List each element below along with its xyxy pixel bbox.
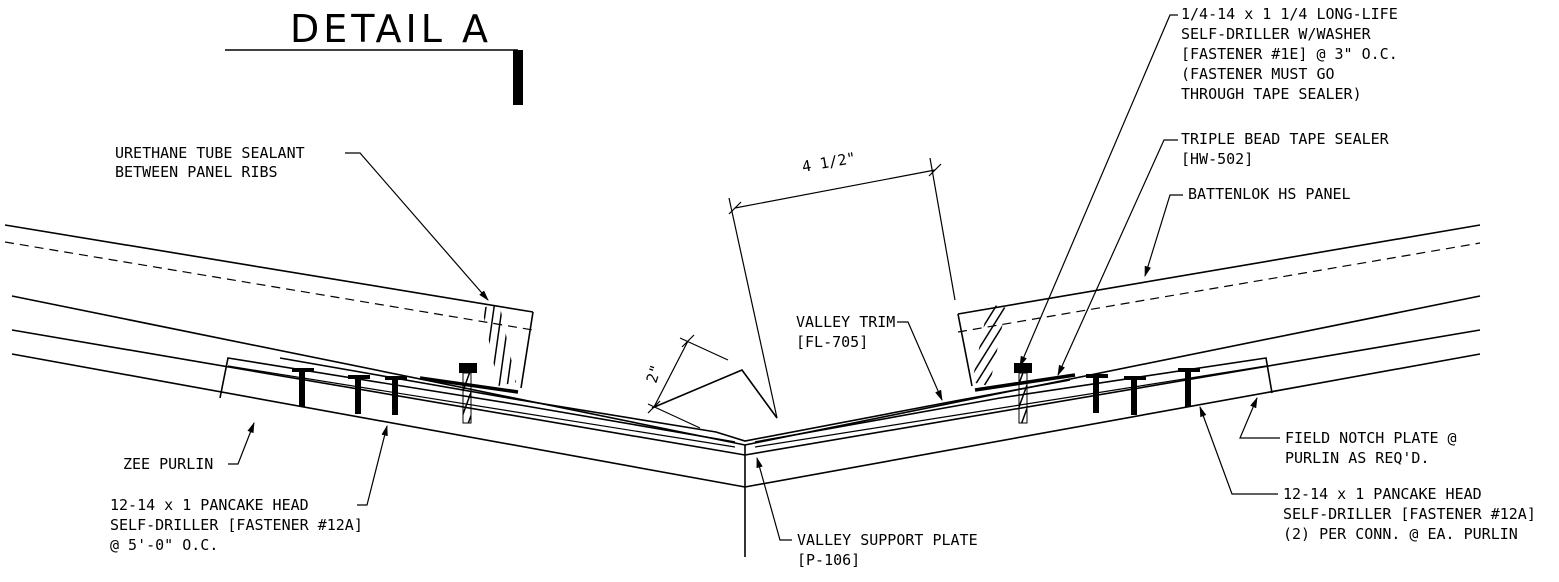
svg-text:[FL-705]: [FL-705] bbox=[796, 333, 868, 351]
svg-text:1/4-14 x 1 1/4 LONG-LIFE: 1/4-14 x 1 1/4 LONG-LIFE bbox=[1181, 5, 1398, 23]
svg-text:[P-106]: [P-106] bbox=[797, 551, 860, 569]
svg-text:SELF-DRILLER [FASTENER #12A]: SELF-DRILLER [FASTENER #12A] bbox=[1283, 505, 1536, 523]
svg-text:URETHANE TUBE SEALANT: URETHANE TUBE SEALANT bbox=[115, 144, 305, 162]
dimension-height-label: 2" bbox=[643, 362, 666, 385]
svg-text:ZEE PURLIN: ZEE PURLIN bbox=[123, 455, 213, 473]
svg-text:VALLEY TRIM: VALLEY TRIM bbox=[796, 313, 895, 331]
svg-text:PURLIN AS REQ'D.: PURLIN AS REQ'D. bbox=[1285, 449, 1430, 467]
pancake-fasteners-right bbox=[1086, 368, 1200, 415]
zee-purlin-left bbox=[219, 357, 736, 448]
label-valley-trim: VALLEY TRIM [FL-705] bbox=[796, 313, 895, 351]
dimension-width-label: 4 1/2" bbox=[801, 149, 857, 176]
urethane-sealant-left bbox=[481, 304, 517, 386]
svg-text:THROUGH TAPE SEALER): THROUGH TAPE SEALER) bbox=[1181, 85, 1362, 103]
label-long-life-fastener: 1/4-14 x 1 1/4 LONG-LIFE SELF-DRILLER W/… bbox=[1181, 5, 1398, 103]
svg-text:(FASTENER MUST GO: (FASTENER MUST GO bbox=[1181, 65, 1335, 83]
label-urethane-sealant: URETHANE TUBE SEALANT BETWEEN PANEL RIBS bbox=[115, 144, 305, 181]
urethane-sealant-right bbox=[971, 304, 1007, 386]
svg-text:TRIPLE BEAD TAPE SEALER: TRIPLE BEAD TAPE SEALER bbox=[1181, 130, 1390, 148]
svg-text:SELF-DRILLER [FASTENER #12A]: SELF-DRILLER [FASTENER #12A] bbox=[110, 516, 363, 534]
svg-text:(2) PER CONN. @ EA. PURLIN: (2) PER CONN. @ EA. PURLIN bbox=[1283, 525, 1518, 543]
svg-text:BETWEEN PANEL RIBS: BETWEEN PANEL RIBS bbox=[115, 163, 278, 181]
svg-text:VALLEY SUPPORT PLATE: VALLEY SUPPORT PLATE bbox=[797, 531, 978, 549]
svg-text:@ 5'-0" O.C.: @ 5'-0" O.C. bbox=[110, 536, 218, 554]
label-tape-sealer: TRIPLE BEAD TAPE SEALER [HW-502] bbox=[1181, 130, 1390, 168]
dimension-height bbox=[647, 334, 729, 429]
valley-trim bbox=[279, 357, 1071, 442]
title-bar bbox=[513, 50, 523, 105]
label-valley-support-plate: VALLEY SUPPORT PLATE [P-106] bbox=[797, 531, 978, 569]
right-panel bbox=[957, 224, 1481, 387]
svg-text:SELF-DRILLER W/WASHER: SELF-DRILLER W/WASHER bbox=[1181, 25, 1372, 43]
detail-title: DETAIL A bbox=[290, 7, 492, 51]
svg-text:[FASTENER #1E] @ 3" O.C.: [FASTENER #1E] @ 3" O.C. bbox=[1181, 45, 1398, 63]
svg-text:12-14 x 1 PANCAKE HEAD: 12-14 x 1 PANCAKE HEAD bbox=[110, 496, 309, 514]
label-battenlok-panel: BATTENLOK HS PANEL bbox=[1188, 185, 1351, 203]
svg-text:FIELD NOTCH PLATE @: FIELD NOTCH PLATE @ bbox=[1285, 429, 1457, 447]
left-panel bbox=[4, 224, 534, 389]
pancake-fasteners-left bbox=[292, 368, 407, 415]
dimension-width bbox=[728, 157, 956, 419]
leader-lines bbox=[228, 14, 1280, 541]
label-field-notch: FIELD NOTCH PLATE @ PURLIN AS REQ'D. bbox=[1285, 429, 1457, 467]
structure-lines bbox=[11, 295, 1481, 557]
svg-text:BATTENLOK HS PANEL: BATTENLOK HS PANEL bbox=[1188, 185, 1351, 203]
label-pancake-right: 12-14 x 1 PANCAKE HEAD SELF-DRILLER [FAS… bbox=[1283, 485, 1536, 543]
label-pancake-left: 12-14 x 1 PANCAKE HEAD SELF-DRILLER [FAS… bbox=[110, 496, 363, 554]
long-life-fastener-left bbox=[459, 363, 477, 424]
svg-text:[HW-502]: [HW-502] bbox=[1181, 150, 1253, 168]
label-zee-purlin: ZEE PURLIN bbox=[123, 455, 213, 473]
svg-text:12-14 x 1 PANCAKE HEAD: 12-14 x 1 PANCAKE HEAD bbox=[1283, 485, 1482, 503]
long-life-fastener-right bbox=[1014, 363, 1032, 424]
